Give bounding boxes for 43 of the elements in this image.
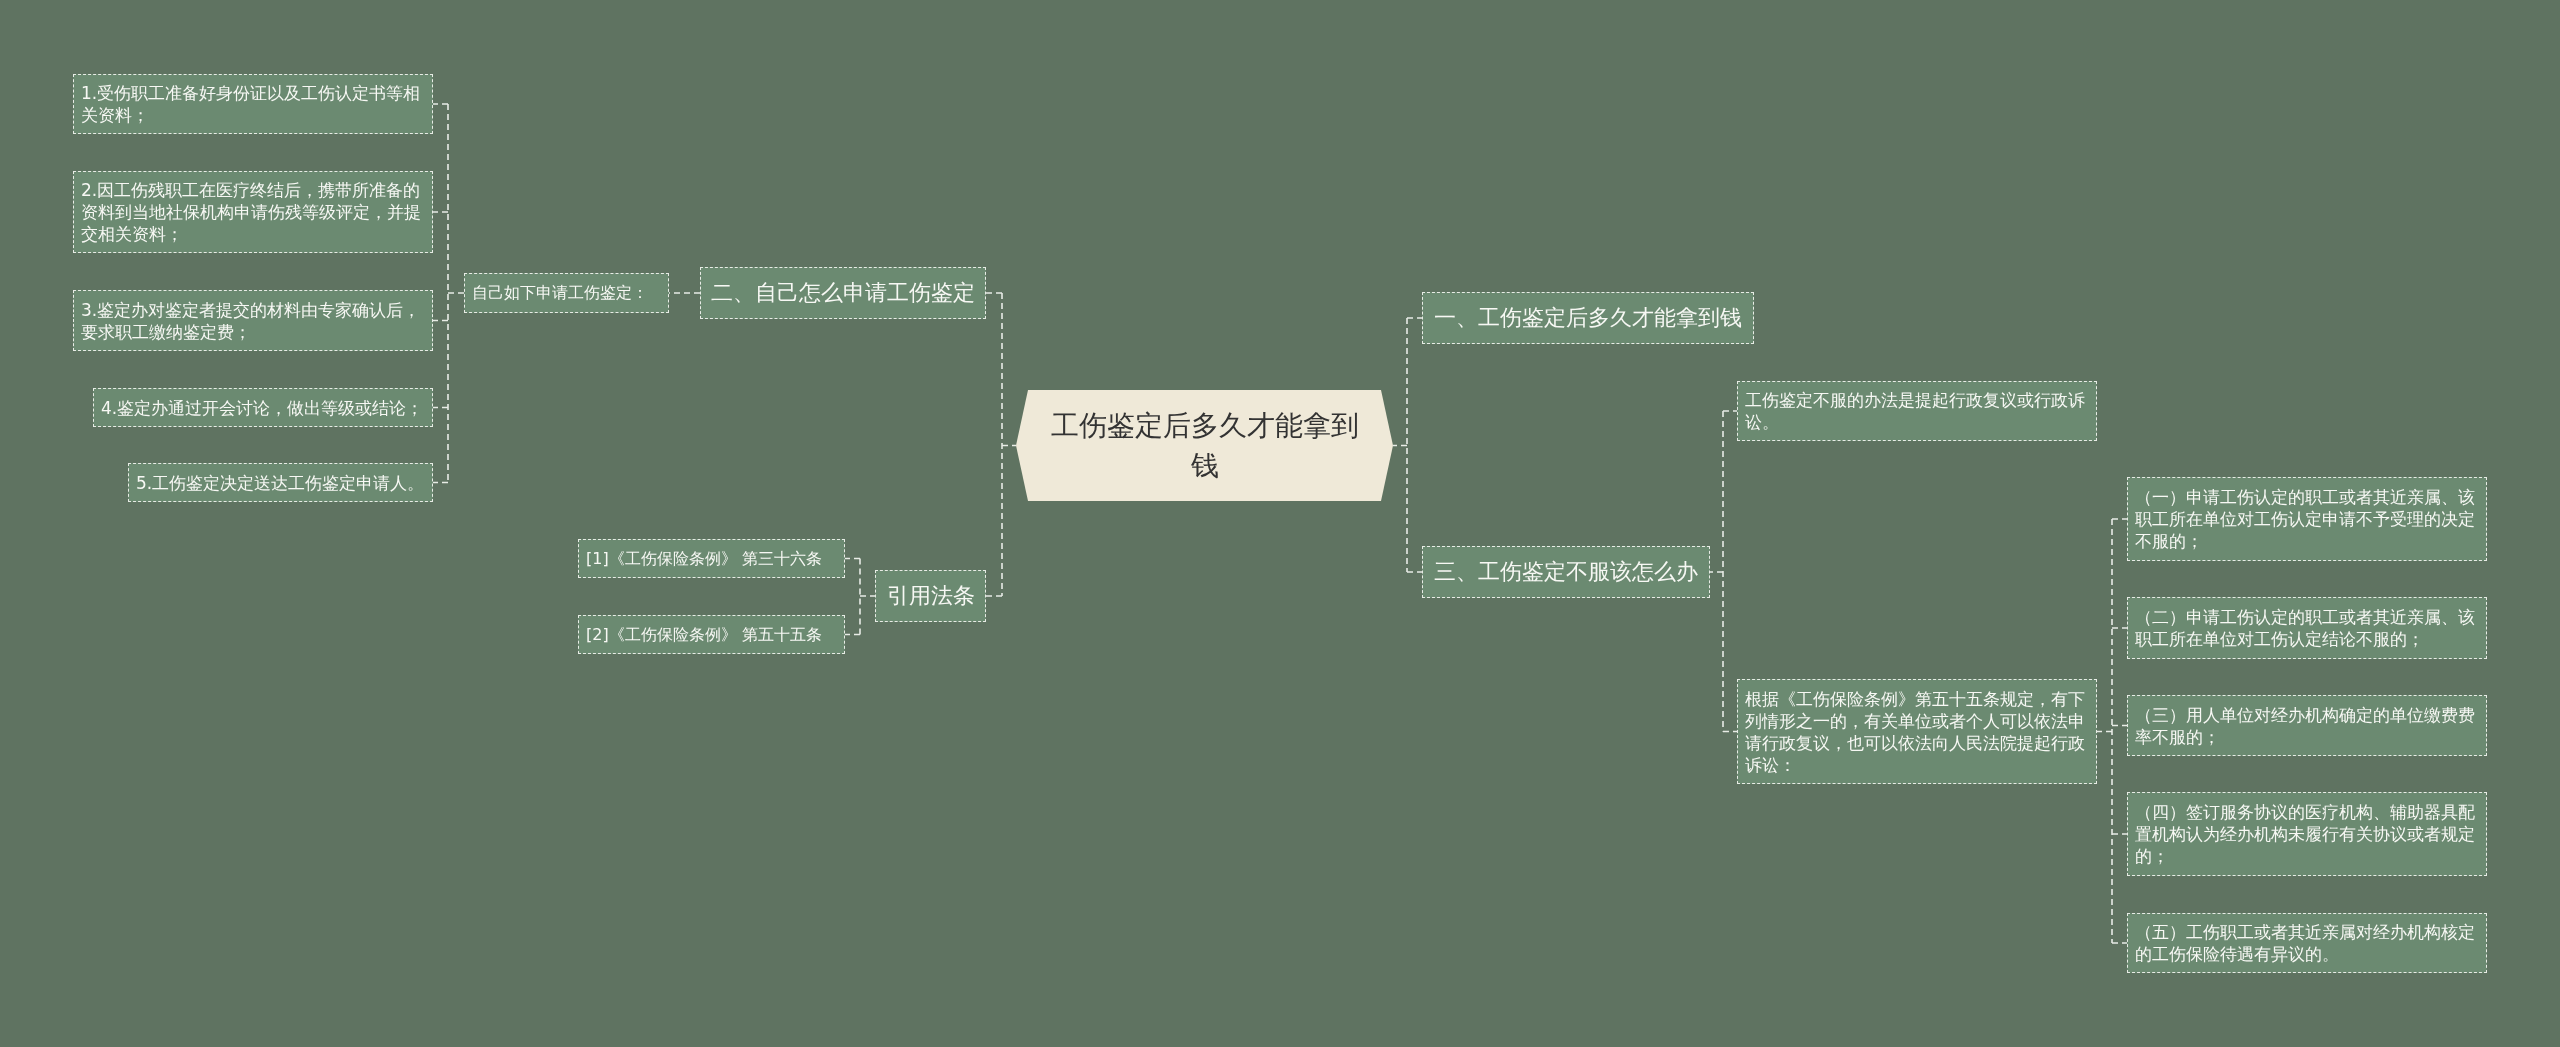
connector-line [432,406,449,409]
subtopic-box: 根据《工伤保险条例》第五十五条规定，有下列情形之一的，有关单位或者个人可以依法申请行政复议，也可以依法向人民法院提起行政诉讼： [1737,679,2097,784]
topic-box: 引用法条 [875,570,986,622]
subtopic-box: 2.因工伤残职工在医疗终结后，携带所准备的资料到当地社保机构申请伤残等级评定，并提交相关资料； [73,171,433,253]
connector-line [985,292,1003,294]
subtopic-box: [1]《工伤保险条例》 第三十六条 [578,539,845,578]
connector-line [1001,292,1017,597]
topic-box: 一、工伤鉴定后多久才能拿到钱 [1422,292,1754,344]
connector-line [2111,627,2128,629]
connector-line [2111,942,2128,944]
connector-line [2111,833,2128,835]
subtopic-box: （三）用人单位对经办机构确定的单位缴费费率不服的； [2127,695,2487,756]
connector-line [844,633,861,636]
topic-box: 二、自己怎么申请工伤鉴定 [700,267,986,319]
connector-line [1709,410,1724,733]
connector-line [2111,724,2128,727]
connector-line [2096,518,2113,944]
connector-line [1722,410,1738,412]
connector-line [432,481,449,484]
connector-line [985,595,1003,597]
connector-line [1392,317,1408,573]
subtopic-box: 4.鉴定办通过开会讨论，做出等级或结论； [93,388,433,427]
connector-line [844,557,861,560]
subtopic-box: （二）申请工伤认定的职工或者其近亲属、该职工所在单位对工伤认定结论不服的； [2127,597,2487,659]
connector-line [432,103,449,105]
connector-line [859,557,876,636]
subtopic-box: 3.鉴定办对鉴定者提交的材料由专家确认后，要求职工缴纳鉴定费； [73,290,433,351]
topic-box: 三、工伤鉴定不服该怎么办 [1422,546,1710,598]
connector-line [1406,571,1423,573]
subtopic-box: （五）工伤职工或者其近亲属对经办机构核定的工伤保险待遇有异议的。 [2127,913,2487,973]
subtopic-box: （四）签订服务协议的医疗机构、辅助器具配置机构认为经办机构未履行有关协议或者规定的； [2127,792,2487,876]
connector-line [2111,518,2128,520]
connector-line [1406,317,1423,319]
connector-line [1722,730,1738,733]
subtopic-box: （一）申请工伤认定的职工或者其近亲属、该职工所在单位对工伤认定申请不予受理的决定不服的； [2127,477,2487,561]
connector-line [432,319,449,322]
connector-line [432,211,449,213]
subtopic-box: 工伤鉴定不服的办法是提起行政复议或行政诉讼。 [1737,381,2097,441]
central-topic-hexagon: 工伤鉴定后多久才能拿到钱 [1016,390,1393,501]
subtopic-box: [2]《工伤保险条例》 第五十五条 [578,615,845,654]
subtopic-box: 1.受伤职工准备好身份证以及工伤认定书等相关资料； [73,74,433,134]
subtopic-box: 自己如下申请工伤鉴定： [464,273,669,313]
subtopic-box: 5.工伤鉴定决定送达工伤鉴定申请人。 [128,463,433,502]
